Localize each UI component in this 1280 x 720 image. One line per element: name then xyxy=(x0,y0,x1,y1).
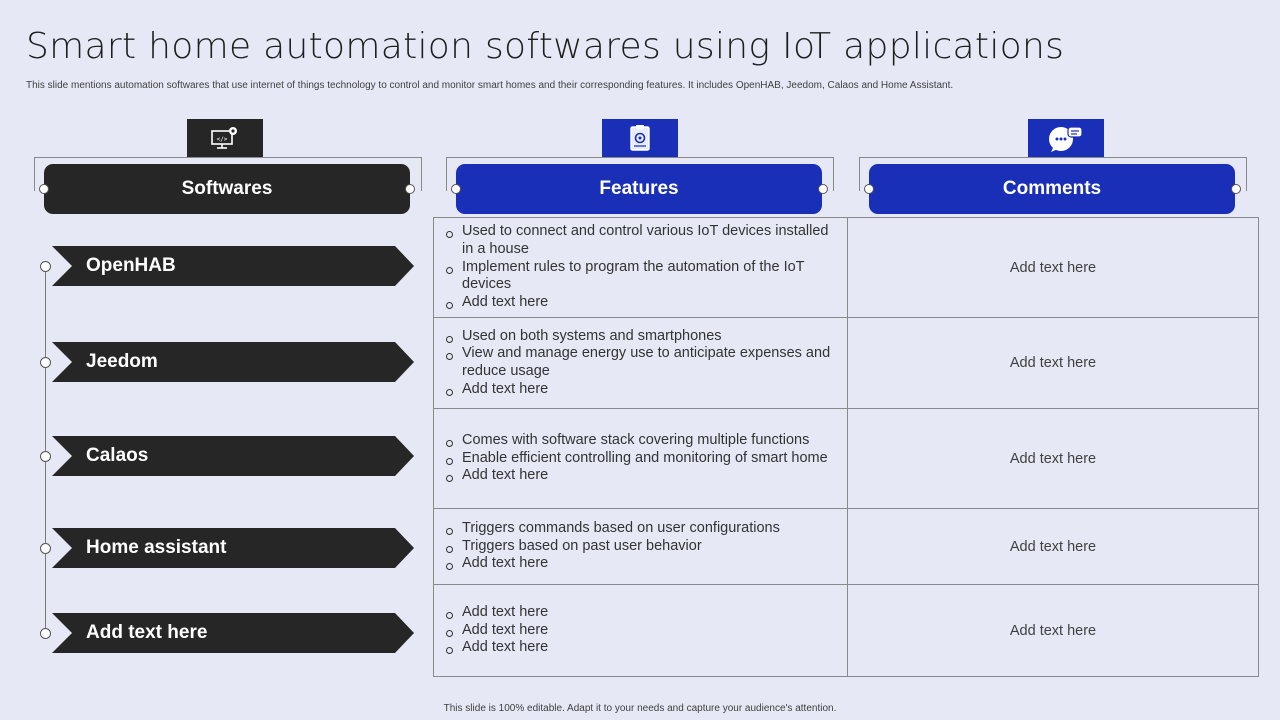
table-row: Used to connect and control various IoT … xyxy=(433,217,1259,318)
comment-cell: Add text here xyxy=(847,508,1259,585)
connector-dot xyxy=(39,184,49,194)
software-openhab: OpenHAB xyxy=(52,246,414,286)
timeline-dot xyxy=(40,451,51,462)
feature-item: Add text here xyxy=(444,381,839,399)
software-jeedom: Jeedom xyxy=(52,342,414,382)
feature-item: Comes with software stack covering multi… xyxy=(444,432,839,450)
features-cell: Used on both systems and smartphones Vie… xyxy=(433,317,848,409)
feature-item: Triggers commands based on user configur… xyxy=(444,520,839,538)
table-row: Comes with software stack covering multi… xyxy=(433,408,1259,509)
connector-dot xyxy=(405,184,415,194)
features-comments-table: Used to connect and control various IoT … xyxy=(433,217,1259,677)
software-calaos: Calaos xyxy=(52,436,414,476)
timeline-dot xyxy=(40,357,51,368)
feature-item: Add text here xyxy=(444,467,839,485)
connector-dot xyxy=(451,184,461,194)
comment-cell: Add text here xyxy=(847,217,1259,318)
table-row: Add text here Add text here Add text her… xyxy=(433,584,1259,677)
feature-item: Add text here xyxy=(444,555,839,573)
connector-dot xyxy=(1231,184,1241,194)
header-softwares: Softwares xyxy=(44,164,410,214)
chat-bubbles-icon xyxy=(1028,119,1104,157)
comment-cell: Add text here xyxy=(847,584,1259,677)
feature-item: Add text here xyxy=(444,639,839,657)
software-add-text: Add text here xyxy=(52,613,414,653)
feature-item: Add text here xyxy=(444,294,839,312)
header-features: Features xyxy=(456,164,822,214)
table-row: Triggers commands based on user configur… xyxy=(433,508,1259,585)
feature-item: Add text here xyxy=(444,604,839,622)
connector-dot xyxy=(818,184,828,194)
clipboard-gear-icon xyxy=(602,119,678,157)
code-monitor-gear-icon: </> xyxy=(187,119,263,157)
slide-subtitle: This slide mentions automation softwares… xyxy=(26,80,954,91)
features-bracket xyxy=(446,157,834,191)
timeline-dot xyxy=(40,543,51,554)
softwares-bracket xyxy=(34,157,422,191)
comment-cell: Add text here xyxy=(847,317,1259,409)
features-cell: Add text here Add text here Add text her… xyxy=(433,584,848,677)
header-comments: Comments xyxy=(869,164,1235,214)
slide-title: Smart home automation softwares using Io… xyxy=(26,26,1065,67)
features-cell: Used to connect and control various IoT … xyxy=(433,217,848,318)
software-home-assistant: Home assistant xyxy=(52,528,414,568)
feature-item: Used on both systems and smartphones xyxy=(444,328,839,346)
feature-item: Add text here xyxy=(444,622,839,640)
table-row: Used on both systems and smartphones Vie… xyxy=(433,317,1259,409)
timeline-line xyxy=(45,266,46,634)
feature-item: Implement rules to program the automatio… xyxy=(444,259,839,294)
connector-dot xyxy=(864,184,874,194)
feature-item: Enable efficient controlling and monitor… xyxy=(444,450,839,468)
features-cell: Triggers commands based on user configur… xyxy=(433,508,848,585)
comments-bracket xyxy=(859,157,1247,191)
svg-text:</>: </> xyxy=(217,136,228,143)
feature-item: View and manage energy use to anticipate… xyxy=(444,345,839,380)
timeline-dot xyxy=(40,261,51,272)
slide-footer: This slide is 100% editable. Adapt it to… xyxy=(443,703,837,714)
timeline-dot xyxy=(40,628,51,639)
comment-cell: Add text here xyxy=(847,408,1259,509)
feature-item: Used to connect and control various IoT … xyxy=(444,223,839,258)
features-cell: Comes with software stack covering multi… xyxy=(433,408,848,509)
feature-item: Triggers based on past user behavior xyxy=(444,538,839,556)
